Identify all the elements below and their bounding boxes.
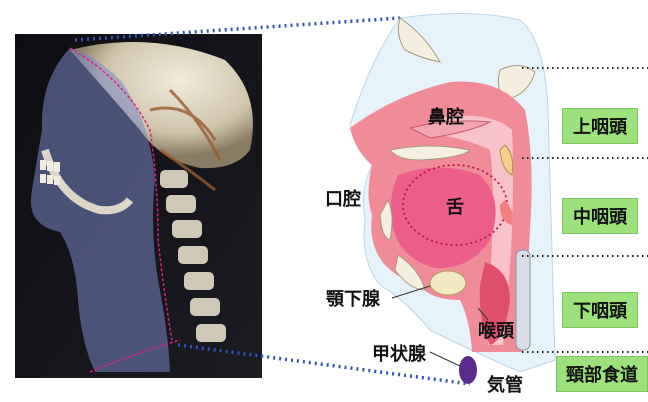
leader-thyroid: [430, 352, 460, 366]
region-hypopharynx: 下咽頭: [562, 292, 638, 328]
label-thyroid: 甲状腺: [372, 345, 426, 365]
label-oral-cavity: 口腔: [325, 190, 361, 210]
label-trachea: 気管: [487, 376, 523, 396]
label-tongue: 舌: [446, 198, 464, 218]
region-nasopharynx: 上咽頭: [562, 108, 638, 144]
ct-3d-image: [15, 34, 262, 378]
label-nasal-cavity: 鼻腔: [428, 108, 464, 128]
label-submandibular-gland: 顎下腺: [326, 290, 380, 310]
label-larynx: 喉頭: [478, 322, 514, 342]
region-cervical-esophagus: 頸部食道: [556, 356, 648, 392]
region-oropharynx: 中咽頭: [562, 198, 638, 234]
